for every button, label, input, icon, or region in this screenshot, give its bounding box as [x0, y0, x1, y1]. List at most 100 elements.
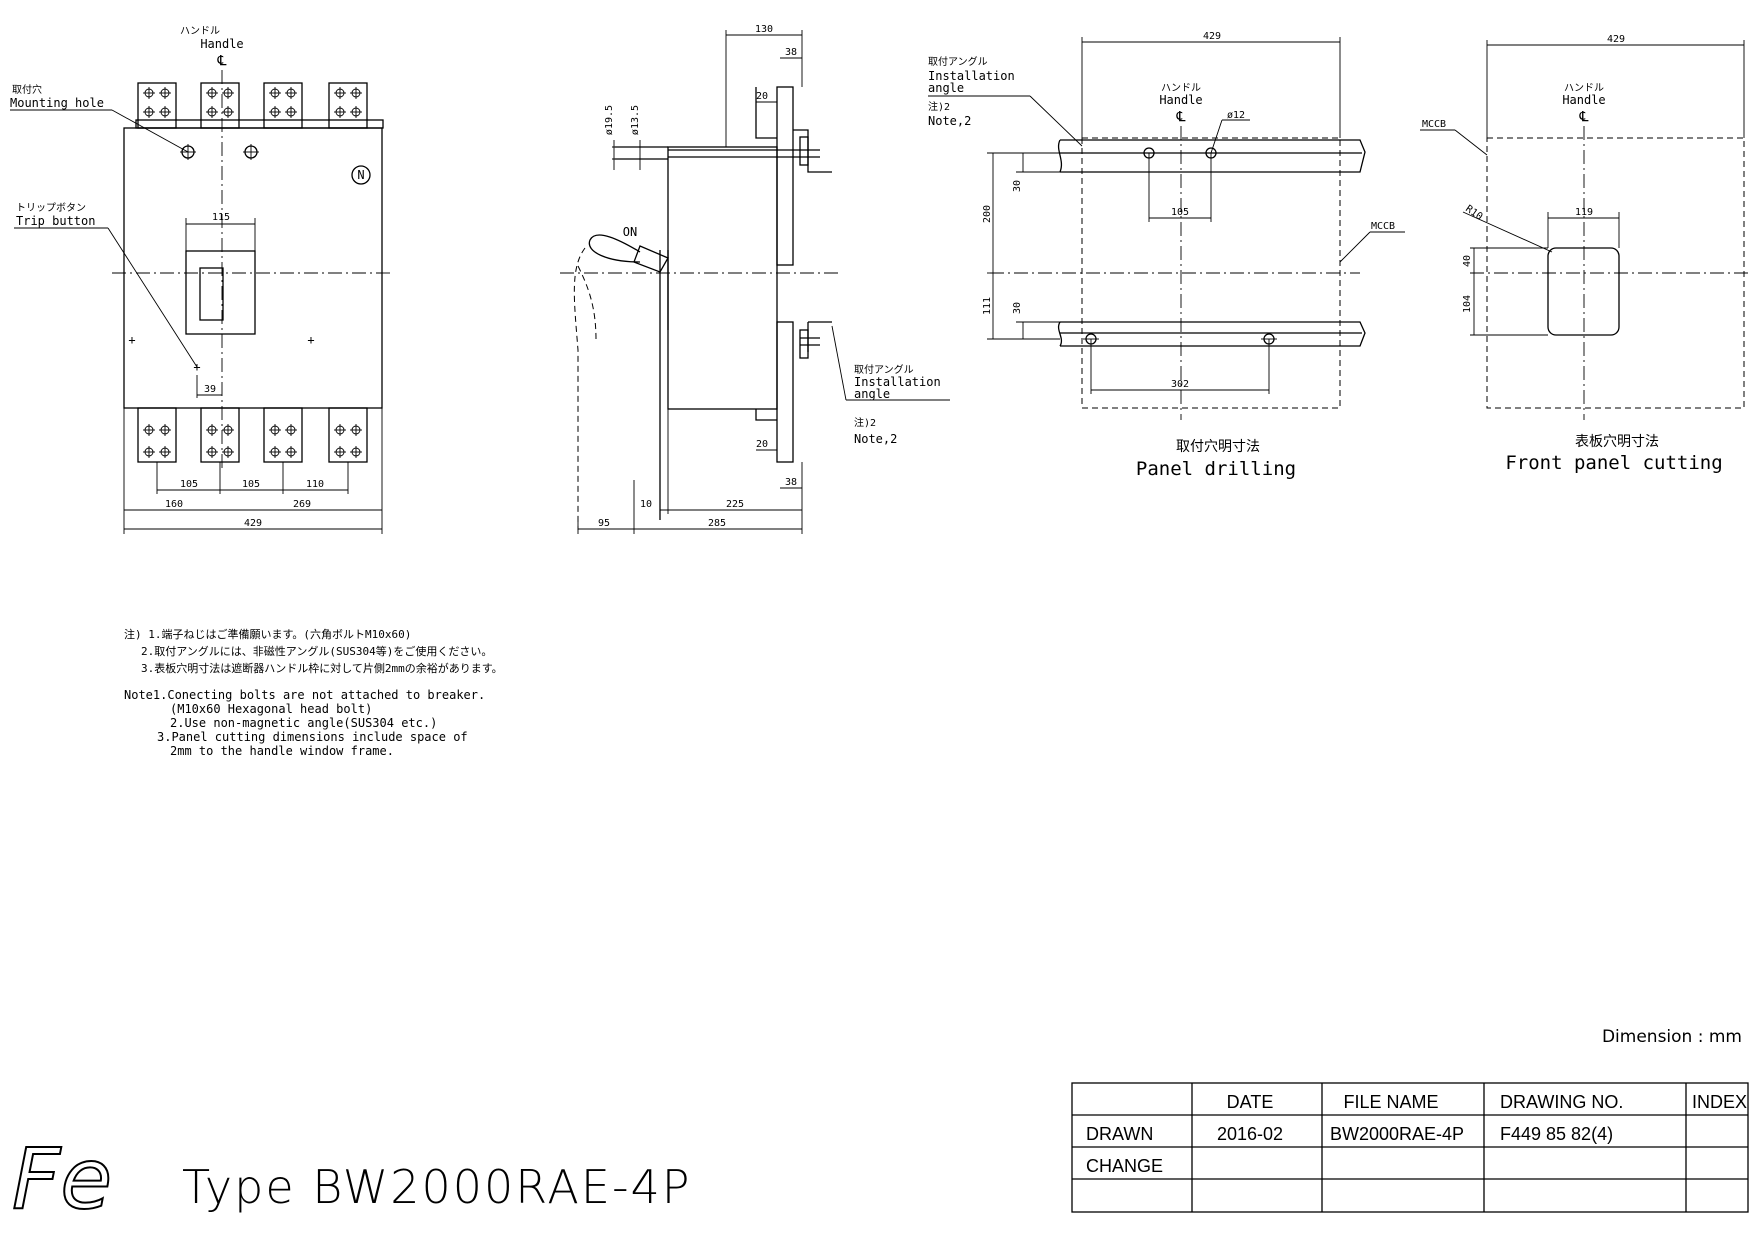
fpc-dim-119: 119: [1575, 207, 1593, 218]
front-panel-cutting-view: 429 ハンドル Handle ℄ MCCB 119 R10 40 104 表板…: [1420, 34, 1750, 474]
side-body: [667, 146, 778, 410]
dim-39: 39: [204, 384, 216, 395]
type-label: Type BW2000RAE-4P: [182, 1160, 692, 1214]
note-jp-2: 2.取付アングルには、非磁性アングル(SUS304等)をご使用ください。: [141, 644, 492, 658]
n-mark-circle: [351, 165, 371, 185]
front-handle-jp: ハンドル: [180, 26, 220, 37]
side-angle-en1: Installation: [854, 375, 941, 389]
terminal: [263, 82, 303, 129]
dim-130: 130: [755, 24, 773, 35]
note-en-1b: (M10x60 Hexagonal head bolt): [170, 702, 372, 716]
fpc-mccb-label: MCCB: [1422, 119, 1446, 130]
svg-text:+: +: [128, 333, 135, 347]
on-label: ON: [623, 225, 637, 239]
bottom-terminals: [137, 407, 368, 463]
side-handle: [633, 245, 669, 273]
side-note-en: Note,2: [854, 432, 897, 446]
title-block-header: FILE NAME: [1343, 1092, 1438, 1112]
dim-38-top: 38: [785, 47, 797, 58]
pd-note-en: Note,2: [928, 114, 971, 128]
pd-handle-en: Handle: [1159, 93, 1202, 107]
pd-dim-105: 105: [1171, 207, 1189, 218]
title-block-header: DRAWING NO.: [1500, 1092, 1623, 1112]
n-mark: N: [357, 168, 364, 182]
front-centerline-mark: ℄: [217, 53, 227, 69]
dim-dia-13-5: ø13.5: [630, 105, 641, 135]
mounting-hole-leader: [111, 109, 189, 153]
note-en-3b: 2mm to the handle window frame.: [170, 744, 394, 758]
terminal: [328, 407, 368, 463]
side-angle-top: [793, 129, 832, 173]
mounting-hole-jp: 取付穴: [12, 83, 42, 96]
trip-button-jp: トリップボタン: [16, 202, 86, 214]
note-jp-1: 注) 1.端子ねじはご準備願います。(六角ボルトM10x60): [124, 627, 411, 641]
pd-dim-30b: 30: [1012, 302, 1023, 314]
dim-105a: 105: [180, 479, 198, 490]
title-block-cell: CHANGE: [1086, 1156, 1163, 1176]
pd-angle-en2: angle: [928, 81, 964, 95]
terminal-bolt-marks: [143, 87, 362, 458]
breaker-top-step: [135, 119, 384, 129]
side-note-jp: 注)2: [854, 416, 876, 429]
handle-window: [185, 250, 256, 335]
terminal: [200, 407, 240, 463]
mounting-hole-en: Mounting hole: [10, 96, 104, 110]
dim-429: 429: [244, 518, 262, 529]
pd-mccb-label: MCCB: [1371, 221, 1395, 232]
pd-angle-en1: Installation: [928, 69, 1015, 83]
pd-dim-200: 200: [982, 205, 993, 223]
terminal: [200, 82, 240, 129]
dimension-unit: Dimension : mm: [1602, 1027, 1742, 1047]
dim-20-bot: 20: [756, 439, 768, 450]
note-en-3: 3.Panel cutting dimensions include space…: [157, 730, 468, 744]
svg-text:+: +: [193, 360, 200, 374]
dim-95: 95: [598, 518, 610, 529]
title-block-cell: BW2000RAE-4P: [1330, 1124, 1464, 1144]
fpc-caption-en: Front panel cutting: [1505, 452, 1722, 474]
terminal: [263, 407, 303, 463]
title-block-cell: 2016-02: [1217, 1124, 1283, 1144]
title-block-header: INDEX: [1692, 1092, 1747, 1112]
pd-dim-phi12: ø12: [1227, 110, 1245, 121]
trip-button-en: Trip button: [16, 214, 95, 228]
front-handle-en: Handle: [200, 37, 243, 51]
side-angle-en2: angle: [854, 387, 890, 401]
fpc-handle-en: Handle: [1562, 93, 1605, 107]
side-angle-jp: 取付アングル: [854, 363, 914, 376]
pd-centerline-mark: ℄: [1176, 109, 1186, 125]
dim-110: 110: [306, 479, 324, 490]
side-top-flange: [776, 86, 794, 266]
pd-angle-jp: 取付アングル: [928, 55, 988, 68]
top-terminals: [137, 82, 368, 129]
pd-angle-top: [1060, 139, 1366, 173]
dim-115: 115: [212, 212, 230, 223]
terminal: [328, 82, 368, 129]
side-view: ON 130 38 20 ø19.5 ø13.5 取付アングル Installa…: [560, 24, 950, 534]
fpc-handle-jp: ハンドル: [1564, 83, 1604, 94]
pd-note-jp: 注)2: [928, 100, 950, 113]
pd-angle-bottom: [1060, 321, 1366, 347]
note-en-1: Note1.Conecting bolts are not attached t…: [124, 688, 485, 702]
pd-dim-429: 429: [1203, 31, 1221, 42]
fpc-dim-429: 429: [1607, 34, 1625, 45]
handle-knob: [199, 267, 224, 321]
fpc-dim-40: 40: [1462, 255, 1473, 267]
fpc-dim-104: 104: [1462, 295, 1473, 313]
fe-logo: Fe: [11, 1129, 113, 1229]
dim-225: 225: [726, 499, 744, 510]
panel-drilling-view: 取付アングル Installation angle 注)2 Note,2 429…: [928, 31, 1405, 480]
fpc-centerline-mark: ℄: [1579, 109, 1589, 125]
breaker-body: [123, 127, 383, 409]
fpc-caption-jp: 表板穴明寸法: [1575, 434, 1659, 450]
dim-160: 160: [165, 499, 183, 510]
title-block-cell: F449 85 82(4): [1500, 1124, 1613, 1144]
pd-dim-302: 302: [1171, 379, 1189, 390]
note-jp-3: 3.表板穴明寸法は遮断器ハンドル枠に対して片側2mmの余裕があります。: [141, 661, 503, 675]
terminal: [137, 82, 177, 129]
dim-285: 285: [708, 518, 726, 529]
pd-dim-30a: 30: [1012, 180, 1023, 192]
dim-105b: 105: [242, 479, 260, 490]
